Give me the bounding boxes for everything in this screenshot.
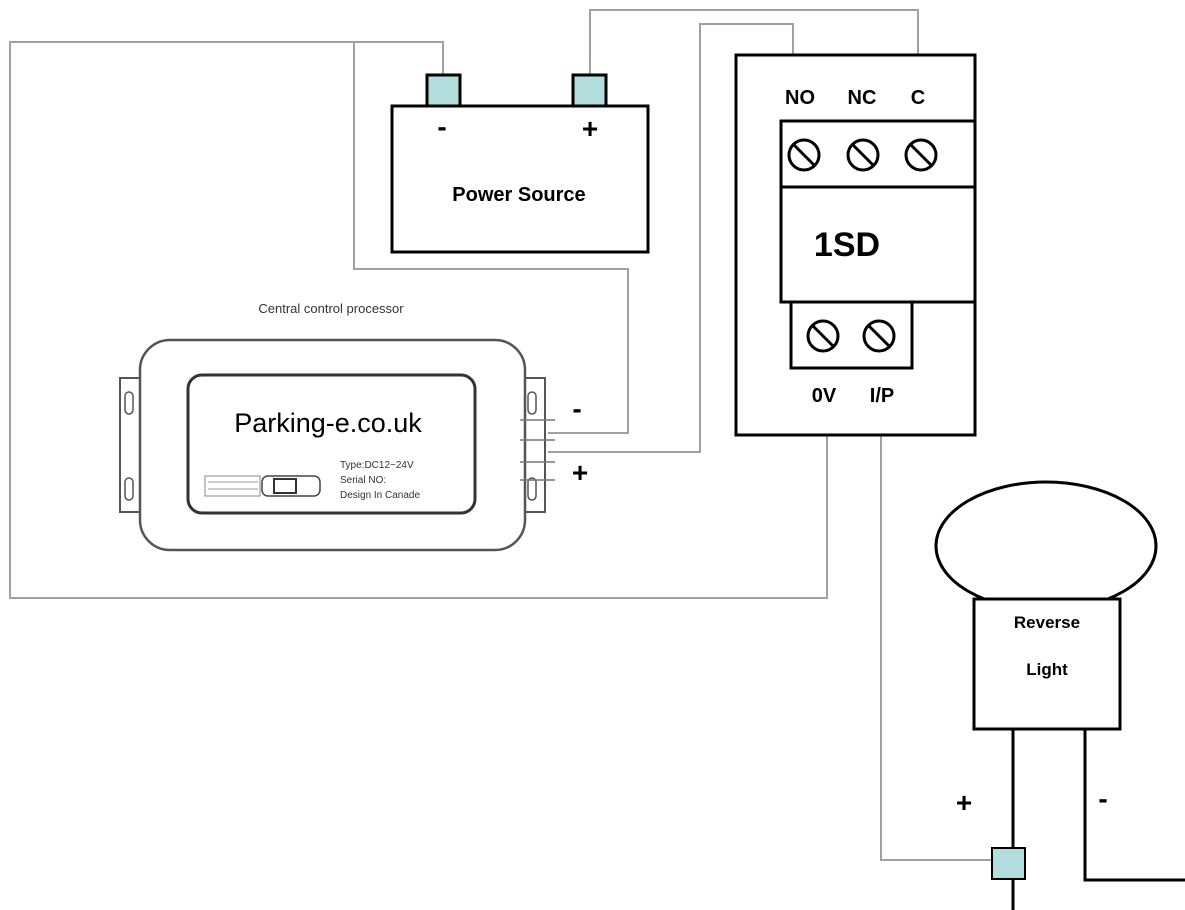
power-neg-label: -: [437, 111, 446, 142]
terminal-no-label: NO: [785, 87, 815, 109]
reverse-light-line1: Reverse: [1014, 613, 1080, 632]
wire-battery-pos-to-relay-c: [589, 9, 919, 75]
power-source: - + Power Source: [390, 73, 650, 254]
screw-icon-0v: [806, 319, 840, 353]
relay-name: 1SD: [814, 226, 880, 264]
neg-terminal: [425, 73, 462, 108]
processor-caption: Central control processor: [258, 301, 404, 316]
light-pos-label: +: [956, 787, 972, 818]
type-line: Type:DC12~24V: [340, 460, 414, 471]
terminal-0v-label: 0V: [812, 385, 837, 407]
terminal-c-label: C: [911, 87, 925, 109]
reverse-light: Reverse Light + -: [934, 480, 1185, 910]
serial-line: Serial NO:: [340, 475, 386, 486]
bottom-terminal-strip: [789, 300, 914, 370]
central-control-processor: Central control processor Parking-e.co.u…: [119, 301, 588, 552]
screw-icon-nc: [846, 138, 880, 172]
bulb-icon: [934, 480, 1158, 612]
power-source-label: Power Source: [452, 184, 585, 206]
wire-relay-ip-to-junction: [880, 435, 992, 861]
reverse-light-line2: Light: [1026, 660, 1068, 679]
design-line: Design In Canade: [340, 490, 420, 501]
switch-graphic: [204, 475, 321, 497]
light-neg-label: -: [1098, 783, 1107, 814]
wire-battery-neg-to-relay-0v: [9, 41, 828, 599]
pos-terminal: [571, 73, 608, 108]
screw-icon-ip: [862, 319, 896, 353]
terminal-nc-label: NC: [848, 87, 877, 109]
power-pos-label: +: [582, 113, 598, 144]
junction-connector: [991, 847, 1026, 880]
wire-relay-no-to-processor-pos: [548, 23, 794, 453]
relay-1sd: NO NC C 1SD 0V I/P: [734, 53, 977, 437]
processor-neg-label: -: [572, 393, 581, 424]
screw-icon-no: [787, 138, 821, 172]
power-source-body: [390, 104, 650, 254]
wire-processor-neg: [353, 42, 629, 434]
screw-icon-c: [904, 138, 938, 172]
brand-label: Parking-e.co.uk: [234, 408, 422, 438]
reverse-light-base: [972, 597, 1122, 731]
lead-negative: [1083, 729, 1185, 882]
gray-wires: [9, 9, 992, 861]
terminal-ip-label: I/P: [870, 385, 894, 407]
processor-pos-label: +: [572, 457, 588, 488]
